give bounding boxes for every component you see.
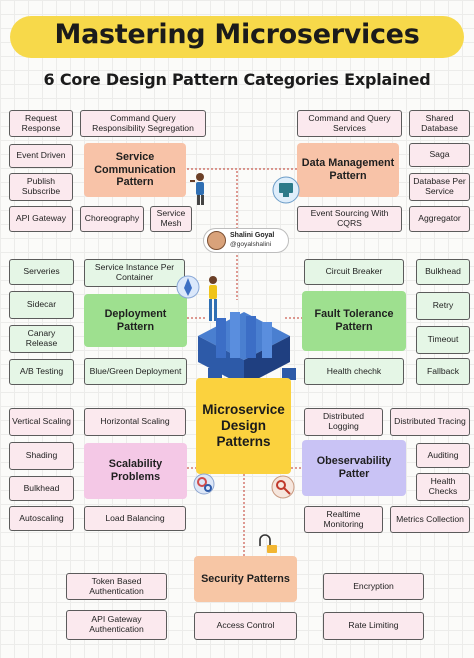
item-fallback: Fallback xyxy=(416,358,470,385)
item-auditing: Auditing xyxy=(416,443,470,468)
item-api-gateway: API Gateway xyxy=(9,206,73,232)
item-serveries: Serveries xyxy=(9,259,74,285)
item-encryption: Encryption xyxy=(323,573,424,600)
item-load-balancing: Load Balancing xyxy=(84,506,186,531)
item-bulkhead-ft: Bulkhead xyxy=(416,259,470,285)
author-badge: Shalini Goyal @goyalshalini xyxy=(203,228,289,253)
item-canary-release: Canary Release xyxy=(9,325,74,353)
center-microservice-patterns: Microservice Design Patterns xyxy=(196,378,291,474)
item-horizontal-scaling: Horizontal Scaling xyxy=(84,408,186,436)
author-name: Shalini Goyal xyxy=(230,232,275,239)
item-distributed-logging: Distributed Logging xyxy=(304,408,383,436)
item-publish-subscribe: Publish Subscribe xyxy=(9,173,73,201)
item-rate-limiting: Rate Limiting xyxy=(323,612,424,640)
item-realtime-monitoring: Realtime Monitoring xyxy=(304,506,383,533)
item-api-gateway-authentication: API Gateway Authentication xyxy=(66,610,167,640)
avatar xyxy=(207,231,226,250)
item-event-sourcing-cqrs: Event Sourcing With CQRS xyxy=(297,206,402,232)
item-retry: Retry xyxy=(416,292,470,320)
item-access-control: Access Control xyxy=(194,612,297,640)
category-scalability: Scalability Problems xyxy=(84,443,187,499)
item-health-check: Health chechk xyxy=(304,358,404,385)
item-database-per-service: Database Per Service xyxy=(409,173,470,201)
item-event-driven: Event Driven xyxy=(9,144,73,168)
item-token-based-authentication: Token Based Authentication xyxy=(66,573,167,600)
category-fault-tolerance: Fault Tolerance Pattern xyxy=(302,291,406,351)
category-observability: Obeservability Patter xyxy=(302,440,406,496)
item-shared-database: Shared Database xyxy=(409,110,470,137)
item-autoscaling: Autoscaling xyxy=(9,506,74,531)
item-timeout: Timeout xyxy=(416,326,470,354)
item-ab-testing: A/B Testing xyxy=(9,359,74,385)
item-saga: Saga xyxy=(409,143,470,167)
item-blue-green-deployment: Blue/Green Deployment xyxy=(84,358,187,385)
item-request-response: Request Response xyxy=(9,110,73,137)
category-service-communication: Service Communication Pattern xyxy=(84,143,186,197)
category-deployment: Deployment Pattern xyxy=(84,294,187,347)
page-title: Mastering Microservices xyxy=(54,19,420,50)
page-subtitle: 6 Core Design Pattern Categories Explain… xyxy=(43,70,431,89)
title-banner xyxy=(10,16,464,58)
item-sidecar: Sidecar xyxy=(9,291,74,319)
item-aggregator: Aggregator xyxy=(409,206,470,232)
item-choreography: Choreography xyxy=(80,206,144,232)
item-command-query-services: Command and Query Services xyxy=(297,110,402,137)
author-handle: @goyalshalini xyxy=(230,241,272,248)
item-metrics-collection: Metrics Collection xyxy=(390,506,470,533)
item-cqrs: Command Query Responsibility Segregation xyxy=(80,110,206,137)
category-data-management: Data Management Pattern xyxy=(297,143,399,197)
item-circuit-breaker: Circuit Breaker xyxy=(304,259,404,285)
category-security: Security Patterns xyxy=(194,556,297,602)
item-shading: Shading xyxy=(9,442,74,470)
item-bulkhead-scal: Bulkhead xyxy=(9,476,74,501)
item-service-mesh: Service Mesh xyxy=(150,206,192,232)
item-distributed-tracing: Distributed Tracing xyxy=(390,408,470,436)
item-health-checks: Health Checks xyxy=(416,473,470,501)
item-vertical-scaling: Vertical Scaling xyxy=(9,408,74,436)
item-service-instance-per-container: Service Instance Per Container xyxy=(84,259,185,287)
